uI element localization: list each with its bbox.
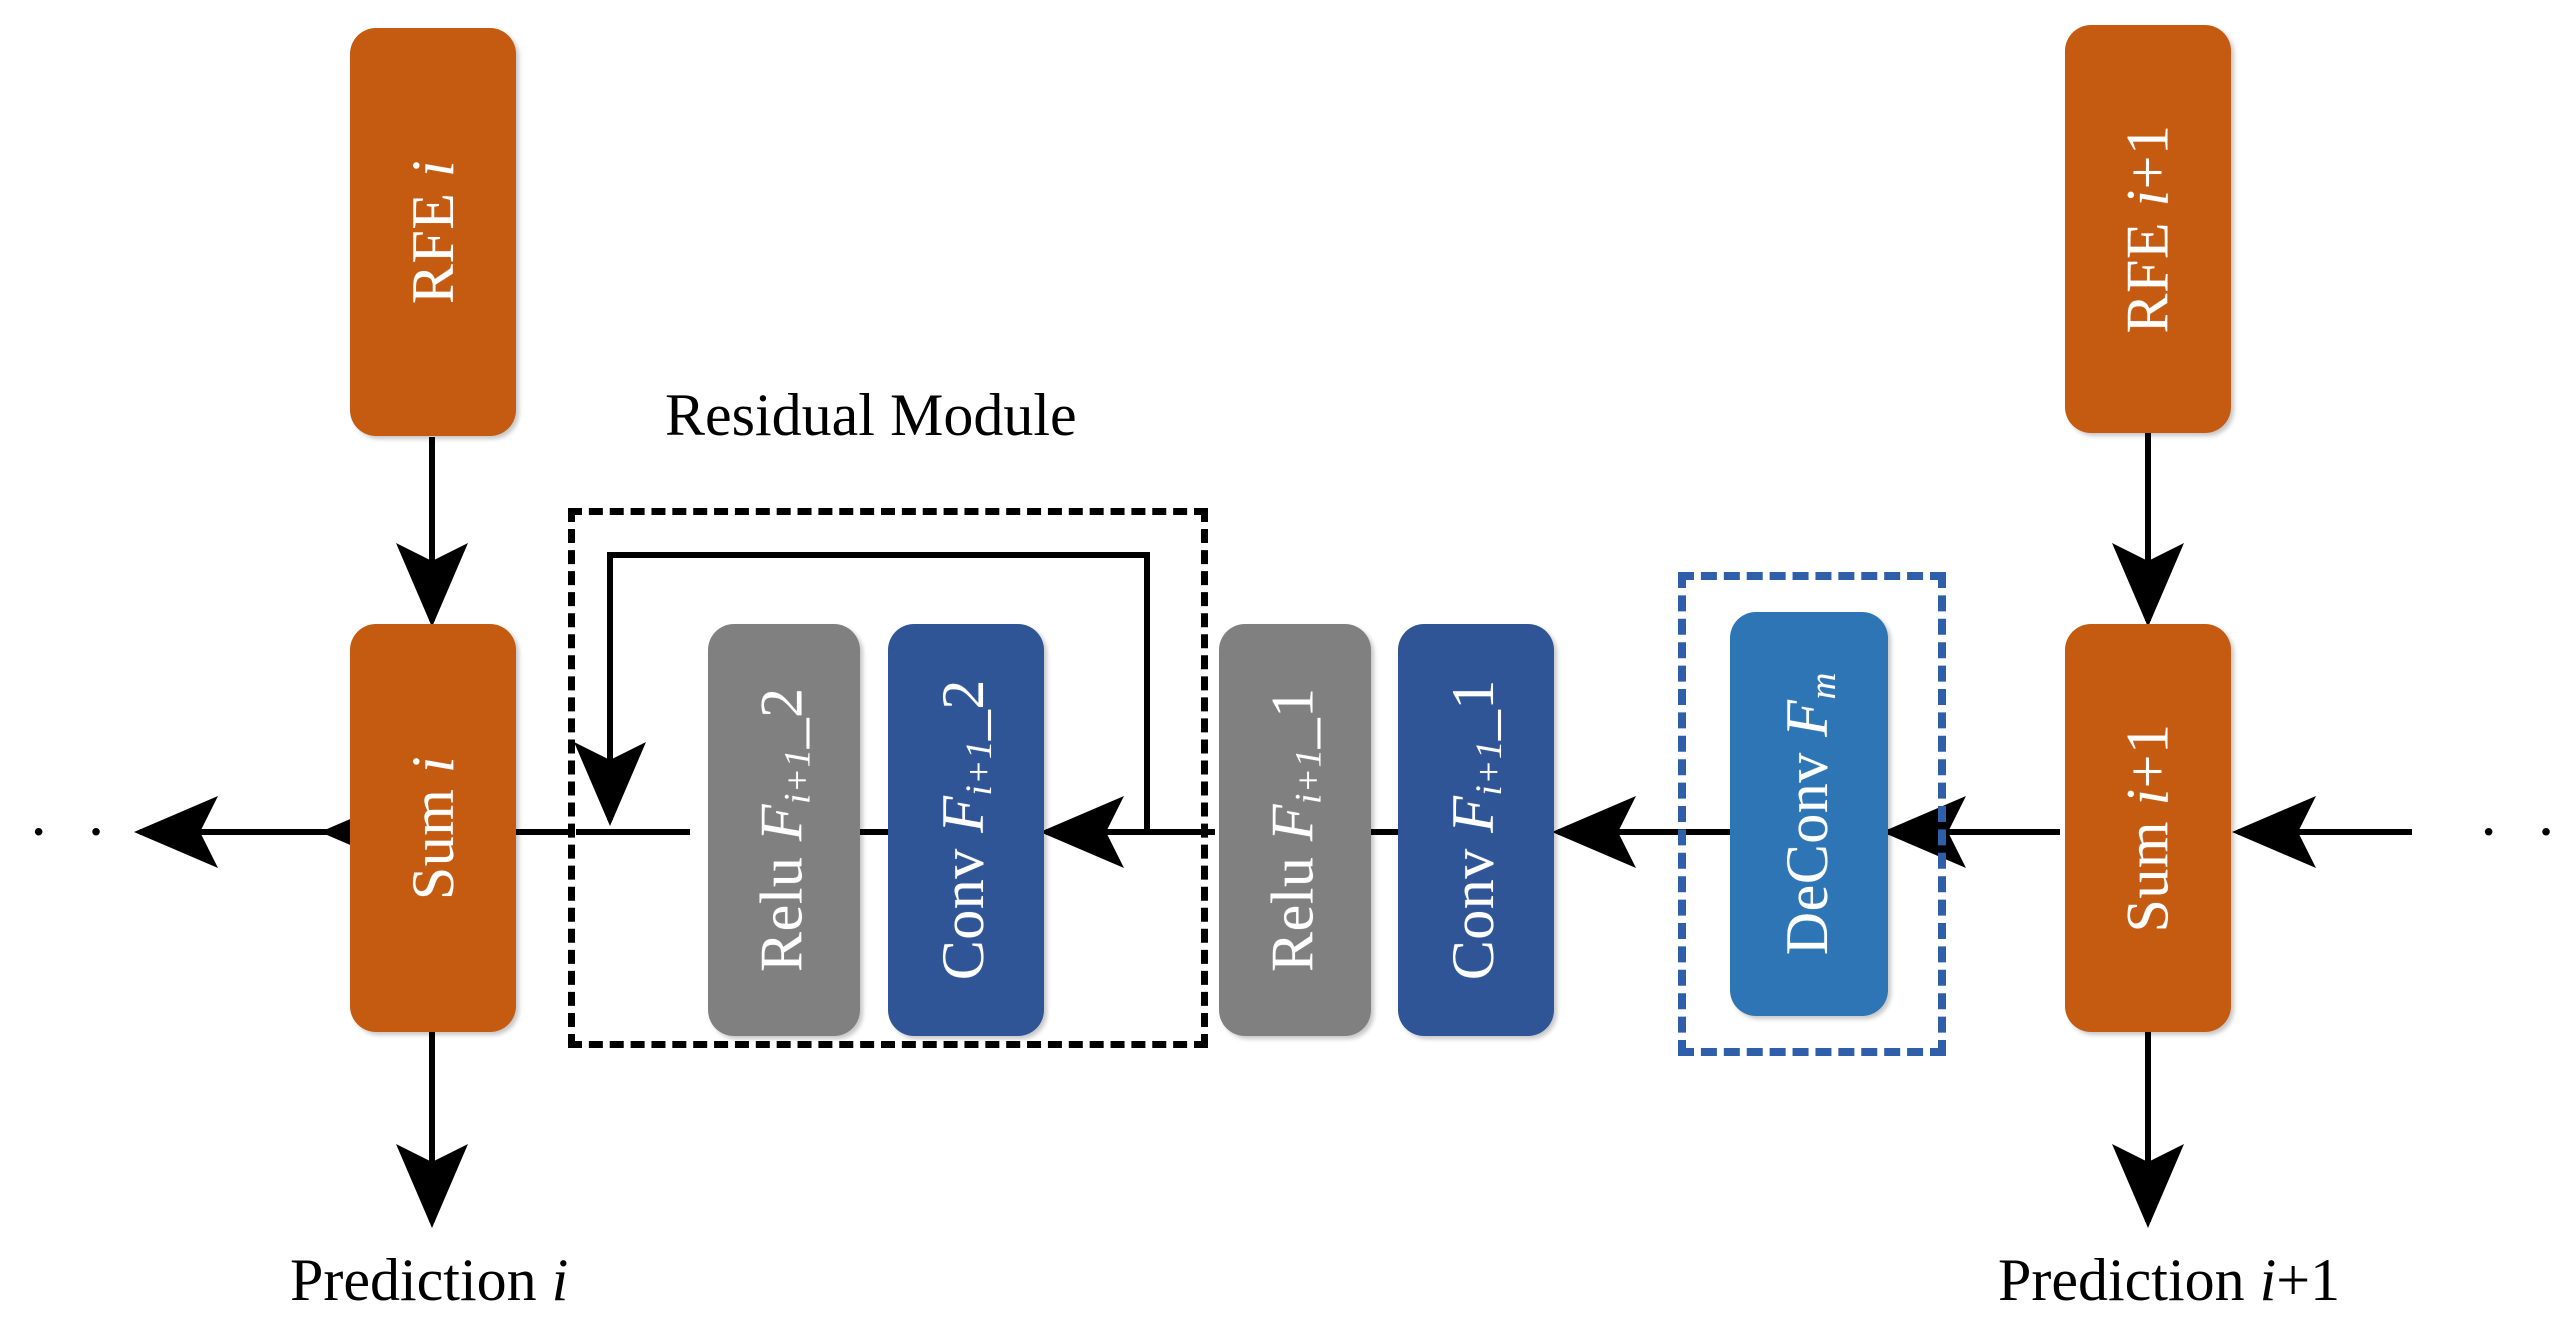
residual-module-boundary xyxy=(568,508,1208,1048)
ellipsis-left: · · · xyxy=(28,796,174,867)
node-conv-i1-2[interactable]: Conv Fi+1_2 xyxy=(888,624,1044,1036)
node-deconv-m[interactable]: DeConv Fm xyxy=(1730,612,1888,1016)
node-sum-i1[interactable]: Sum i+1 xyxy=(2065,624,2231,1032)
node-relu-i1-2-label: Relu Fi+1_2 xyxy=(748,687,819,973)
node-relu-i1-1-label: Relu Fi+1_1 xyxy=(1259,687,1330,973)
ellipsis-right: · · · xyxy=(2478,796,2575,867)
node-conv-i1-1-label: Conv Fi+1_1 xyxy=(1440,679,1511,981)
node-sum-i1-label: Sum i+1 xyxy=(2115,723,2181,933)
node-conv-i1-2-label: Conv Fi+1_2 xyxy=(930,679,1001,981)
node-sum-i-label: Sum i xyxy=(400,755,466,901)
node-sum-i[interactable]: Sum i xyxy=(350,624,516,1032)
label-prediction-i1: Prediction i+1 xyxy=(1998,1247,2341,1313)
node-conv-i1-1[interactable]: Conv Fi+1_1 xyxy=(1398,624,1554,1036)
node-relu-i1-1[interactable]: Relu Fi+1_1 xyxy=(1219,624,1371,1036)
node-rfe-i[interactable]: RFE i xyxy=(350,28,516,436)
node-rfe-i1-label: RFE i+1 xyxy=(2115,124,2181,334)
node-rfe-i-label: RFE i xyxy=(400,159,466,305)
node-relu-i1-2[interactable]: Relu Fi+1_2 xyxy=(708,624,860,1036)
label-prediction-i: Prediction i xyxy=(290,1247,569,1313)
node-rfe-i1[interactable]: RFE i+1 xyxy=(2065,25,2231,433)
deconv-module-boundary xyxy=(1678,572,1946,1056)
node-deconv-m-label: DeConv Fm xyxy=(1773,672,1844,956)
residual-module-label: Residual Module xyxy=(665,382,1077,448)
